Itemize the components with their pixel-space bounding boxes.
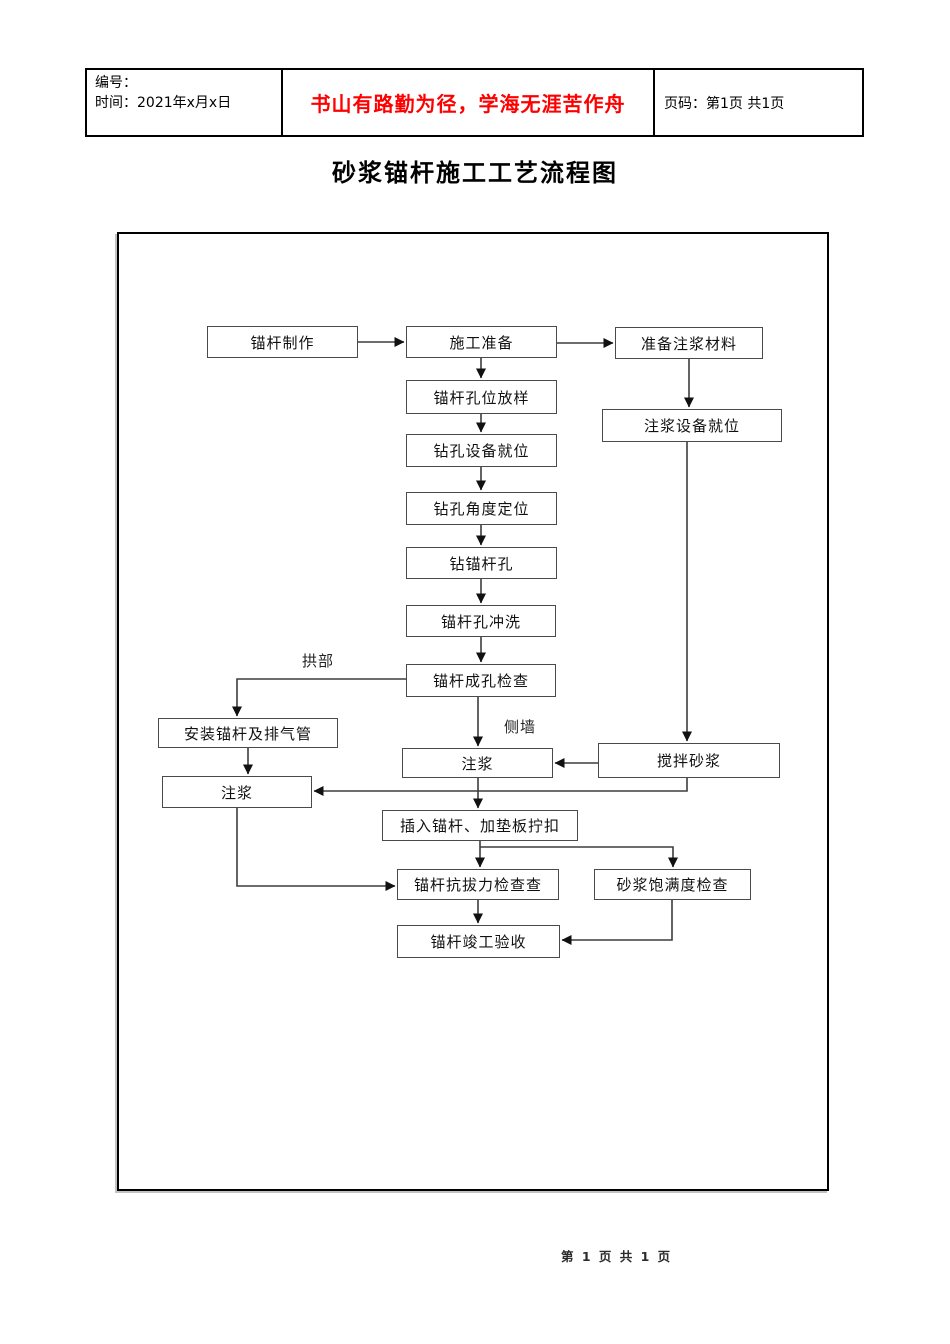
page-number-label: 页码：第1页 共1页 [664,95,785,112]
header-table: 编号： 时间：2021年x月x日 书山有路勤为径，学海无涯苦作舟 页码：第1页 … [85,68,864,137]
flow-node-insert-anchor-plate: 插入锚杆、加垫板拧扣 [382,810,578,841]
branch-label-arch: 拱部 [302,652,335,670]
flow-node-completion-acceptance: 锚杆竣工验收 [397,925,560,958]
header-cell-page: 页码：第1页 共1页 [655,70,862,135]
flow-node-hole-layout: 锚杆孔位放样 [406,380,557,414]
doc-date-label: 时间：2021年x月x日 [95,95,232,112]
branch-label-side-wall: 侧墙 [504,718,537,736]
flow-node-grouting-left: 注浆 [162,776,312,808]
flow-node-pullout-force-check: 锚杆抗拔力检查查 [397,869,559,900]
flow-node-anchor-fabrication: 锚杆制作 [207,326,358,358]
doc-number-label: 编号： [95,75,137,91]
flowchart-frame [117,232,829,1191]
flow-node-grouting-mid: 注浆 [402,748,553,778]
page-title: 砂浆锚杆施工工艺流程图 [332,158,618,187]
motto-text: 书山有路勤为径，学海无涯苦作舟 [310,92,626,116]
flow-node-drill-angle-positioning: 钻孔角度定位 [406,492,557,525]
flow-node-hole-flushing: 锚杆孔冲洗 [406,605,556,637]
header-cell-motto: 书山有路勤为径，学海无涯苦作舟 [283,70,655,135]
flow-node-drill-equipment-in-place: 钻孔设备就位 [406,434,557,467]
flow-node-mix-mortar: 搅拌砂浆 [598,743,780,778]
flow-node-grout-equipment-in-place: 注浆设备就位 [602,409,782,442]
flow-node-install-anchor-vent-pipe: 安装锚杆及排气管 [158,718,338,748]
footer-page-number: 第 1 页 共 1 页 [561,1249,673,1264]
flow-node-prepare-grout-material: 准备注浆材料 [615,327,763,359]
flow-node-drill-anchor-hole: 钻锚杆孔 [406,547,557,579]
flow-node-construction-prep: 施工准备 [406,326,557,358]
header-cell-meta: 编号： 时间：2021年x月x日 [87,70,283,135]
flow-node-mortar-fullness-check: 砂浆饱满度检查 [594,869,751,900]
flow-node-hole-inspection: 锚杆成孔检查 [406,664,556,697]
